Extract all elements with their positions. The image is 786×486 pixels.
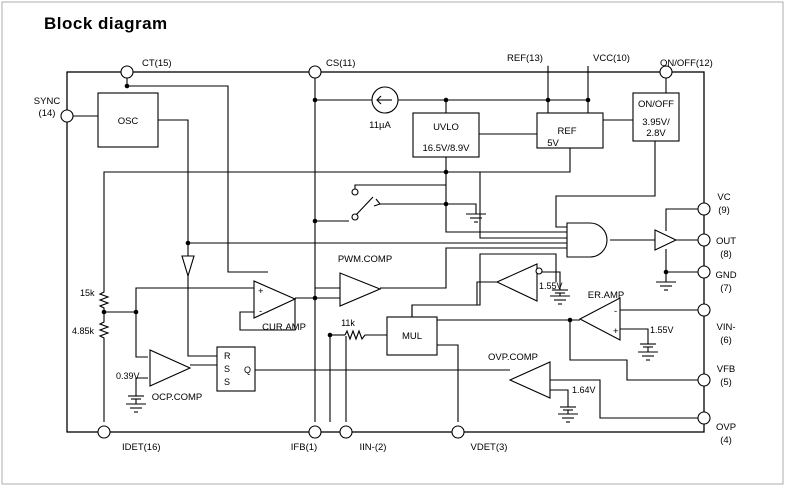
label-ovp: OVP <box>716 422 736 433</box>
label-sync: SYNC <box>34 96 61 107</box>
uvlo-block <box>412 112 480 158</box>
pin-ifb <box>308 425 322 439</box>
uvlo-threshold: 16.5V/8.9V <box>422 143 470 154</box>
er-amp-label: ER.AMP <box>588 290 624 301</box>
pin-gnd <box>697 265 711 279</box>
label-cs: CS(11) <box>326 58 355 69</box>
ref-block <box>536 112 604 149</box>
rs-s2: S <box>224 377 230 387</box>
label-vin-num: (6) <box>720 335 732 346</box>
ovp-comp-label: OVP.COMP <box>488 352 538 363</box>
wire-ct <box>126 78 268 273</box>
cur-amp <box>253 280 297 319</box>
label-039v: 0.39V <box>116 371 140 381</box>
pin-ovp <box>697 411 711 425</box>
onoff-block <box>632 92 680 142</box>
rs-r: R <box>224 351 231 361</box>
onoff-label: ON/OFF <box>638 99 674 110</box>
rs-q: Q <box>244 365 251 375</box>
label-ref: REF(13) <box>507 53 543 64</box>
resistor-15k <box>98 290 110 310</box>
amp-155v <box>495 263 538 302</box>
pins <box>60 65 711 439</box>
rs-s1: S <box>224 364 230 374</box>
switch-terminal-b <box>351 213 359 221</box>
resistor-11k <box>344 329 366 341</box>
label-out-num: (8) <box>720 249 732 260</box>
pin-vin <box>697 303 711 317</box>
ref-label: REF <box>558 126 577 137</box>
label-iin: IIN-(2) <box>360 442 387 453</box>
current-label: 11µA <box>369 120 391 131</box>
pin-idet <box>97 425 111 439</box>
ref-voltage: 5V <box>547 138 559 149</box>
label-vdet: VDET(3) <box>471 442 508 453</box>
label-gnd: GND <box>715 270 736 281</box>
cur-amp-plus: + <box>258 286 264 297</box>
pin-vdet <box>451 425 465 439</box>
label-out: OUT <box>716 236 736 247</box>
ocp-comp <box>149 349 192 387</box>
label-164v: 1.64V <box>572 385 596 395</box>
pin-cs <box>308 65 322 79</box>
pin-sync <box>60 109 74 123</box>
junctions <box>101 83 669 338</box>
label-sync-num: (14) <box>39 108 56 119</box>
label-ovp-num: (4) <box>720 435 732 446</box>
cur-amp-label: CUR.AMP <box>262 322 306 333</box>
ic-body <box>66 71 705 433</box>
rs-flipflop <box>216 346 256 392</box>
label-vcc: VCC(10) <box>593 53 630 64</box>
pin-vfb <box>697 373 711 387</box>
switch-terminal-a <box>351 188 359 196</box>
pwm-comp <box>339 272 382 307</box>
label-vfb-num: (5) <box>720 377 732 388</box>
label-idet: IDET(16) <box>122 442 161 453</box>
label-155v-b: 1.55V <box>650 325 674 335</box>
diagram-title: Block diagram <box>44 14 168 33</box>
label-15k: 15k <box>80 288 95 298</box>
ocp-comp-label: OCP.COMP <box>152 392 203 403</box>
pin-out <box>697 233 711 247</box>
pin-vc <box>697 202 711 216</box>
label-155v-a: 1.55V <box>539 281 563 291</box>
label-gnd-num: (7) <box>720 283 732 294</box>
label-vin: VIN- <box>717 322 736 333</box>
pin-iin <box>339 425 353 439</box>
er-amp-plus: + <box>613 326 619 337</box>
osc-label: OSC <box>118 116 139 127</box>
pwm-comp-label: PWM.COMP <box>338 254 392 265</box>
er-amp-minus: - <box>614 306 617 317</box>
onoff-threshold-2: 2.8V <box>646 128 666 139</box>
ovp-comp <box>508 361 551 399</box>
label-vc: VC <box>717 192 730 203</box>
wire-osc-out <box>158 119 567 244</box>
pin-onoff <box>659 65 673 79</box>
mul-label: MUL <box>402 331 422 342</box>
label-ct: CT(15) <box>142 58 172 69</box>
output-driver <box>654 229 678 251</box>
and-gate <box>566 222 608 258</box>
resistors <box>98 290 366 341</box>
wires <box>73 66 703 422</box>
onoff-threshold-1: 3.95V/ <box>642 117 670 128</box>
buffer <box>181 255 195 278</box>
label-ifb: IFB(1) <box>291 442 317 453</box>
label-485k: 4.85k <box>72 326 95 336</box>
pin-ct <box>120 65 134 79</box>
label-11k: 11k <box>341 318 355 328</box>
mul-block <box>386 316 438 356</box>
uvlo-label: UVLO <box>433 122 459 133</box>
label-vc-num: (9) <box>718 205 730 216</box>
label-onoff: ON/OFF(12) <box>660 58 713 69</box>
voltage-sources <box>128 284 656 414</box>
er-amp <box>578 297 621 341</box>
label-vfb: VFB <box>717 364 735 375</box>
cur-amp-minus: - <box>259 306 262 317</box>
osc-block <box>97 92 159 148</box>
resistor-485k <box>98 320 110 340</box>
